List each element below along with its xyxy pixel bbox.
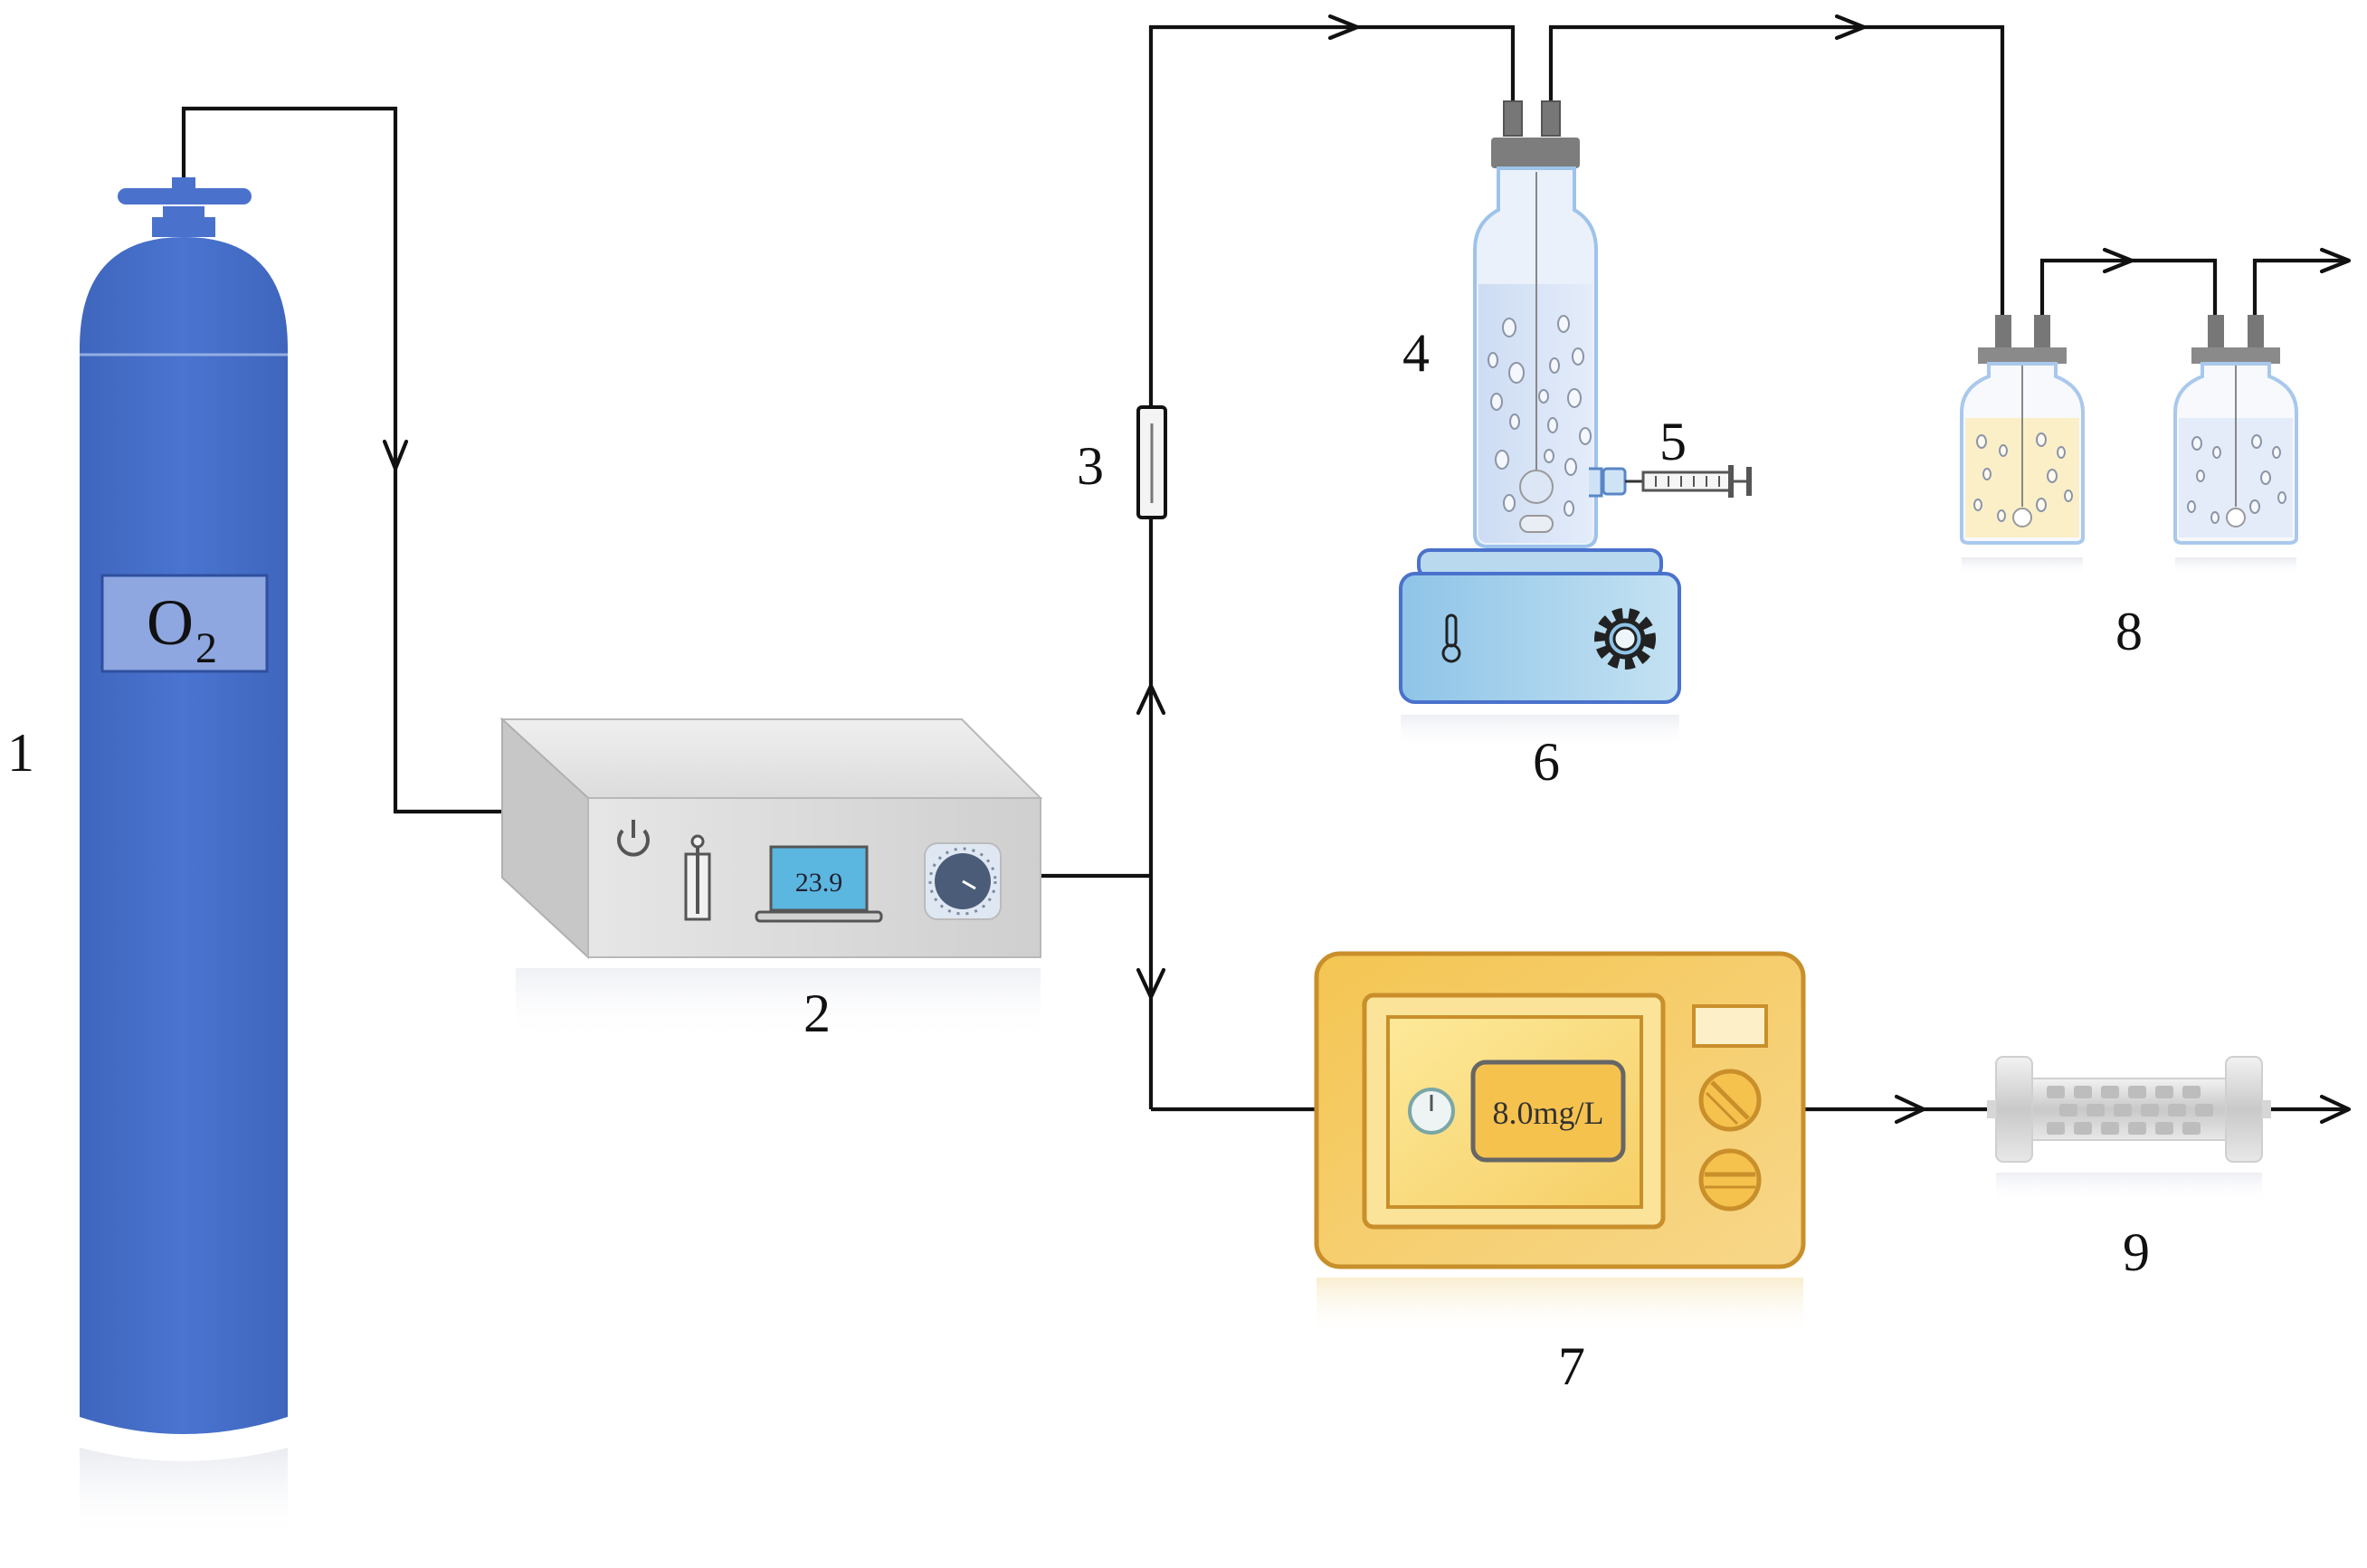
thermometer-icon [684, 834, 711, 921]
cylinder-reflection [80, 1448, 288, 1543]
gas-formula-sub: 2 [195, 624, 217, 672]
meter-small-display [1692, 1004, 1768, 1048]
line-cylinder-to-controller [181, 106, 502, 814]
meter-readout [1470, 1060, 1626, 1163]
gas-lines [181, 14, 2352, 1125]
arrow-down-1 [382, 439, 409, 471]
oxygen-cylinder: O 2 [80, 177, 288, 1543]
label-5: 5 [1659, 412, 1687, 471]
filter-cartridge [1987, 1056, 2271, 1203]
gas-formula-main: O [147, 586, 194, 659]
label-3: 3 [1077, 436, 1104, 496]
arrow-out-filter [2319, 1094, 2352, 1125]
arrow-right-wash [2102, 247, 2134, 274]
wash-bottle-1 [1960, 315, 2085, 575]
line-wash-out [2252, 258, 2349, 318]
line-wash-1-to-2 [2039, 258, 2218, 318]
label-9: 9 [2123, 1222, 2150, 1282]
syringe-icon [1589, 465, 1752, 498]
reactor-cap [1491, 138, 1580, 168]
label-4: 4 [1402, 323, 1430, 383]
power-icon[interactable] [617, 820, 650, 857]
meter-reading: 8.0mg/L [1493, 1095, 1604, 1131]
stir-bar [1519, 515, 1554, 533]
line-to-reactor-in [1148, 24, 1516, 407]
arrow-out-wash [2319, 247, 2352, 274]
label-8: 8 [2115, 602, 2143, 661]
arrow-right-meter [1894, 1094, 1926, 1125]
arrow-down-branch [1136, 967, 1166, 1000]
flowmeter [1136, 405, 1167, 519]
wash-bottle-2 [2173, 315, 2298, 575]
gauge-icon [1408, 1088, 1455, 1135]
stirrer-body [1399, 572, 1681, 704]
thermometer-icon[interactable] [1441, 613, 1461, 663]
label-7: 7 [1558, 1336, 1585, 1396]
dissolved-oxygen-meter: 8.0mg/L [1314, 951, 1806, 1337]
cylinder-body [80, 237, 288, 1434]
arrow-right-top-2 [1834, 14, 1867, 41]
arrow-right-top-1 [1327, 14, 1360, 41]
label-1: 1 [7, 723, 34, 783]
controller-top [499, 718, 1043, 799]
magnetic-stirrer [1399, 548, 1681, 751]
dial-knob-icon[interactable] [924, 842, 1002, 920]
label-2: 2 [803, 984, 831, 1043]
gear-icon[interactable] [1594, 608, 1656, 670]
controller-display-value: 23.9 [795, 868, 843, 898]
line-reactor-to-wash [1548, 24, 2005, 318]
reactor-bottle [1473, 100, 1598, 548]
cylinder-gas-label [100, 574, 269, 673]
meter-knob-upper[interactable] [1698, 1069, 1762, 1132]
label-6: 6 [1533, 732, 1560, 792]
reactor-bubbles [1488, 315, 1592, 517]
meter-knob-lower[interactable] [1698, 1148, 1762, 1212]
gas-controller: 23.9 [499, 717, 1043, 1041]
controller-display: 23.9 [755, 845, 883, 923]
cylinder-valve [152, 206, 215, 237]
arrow-up-branch [1136, 683, 1166, 716]
